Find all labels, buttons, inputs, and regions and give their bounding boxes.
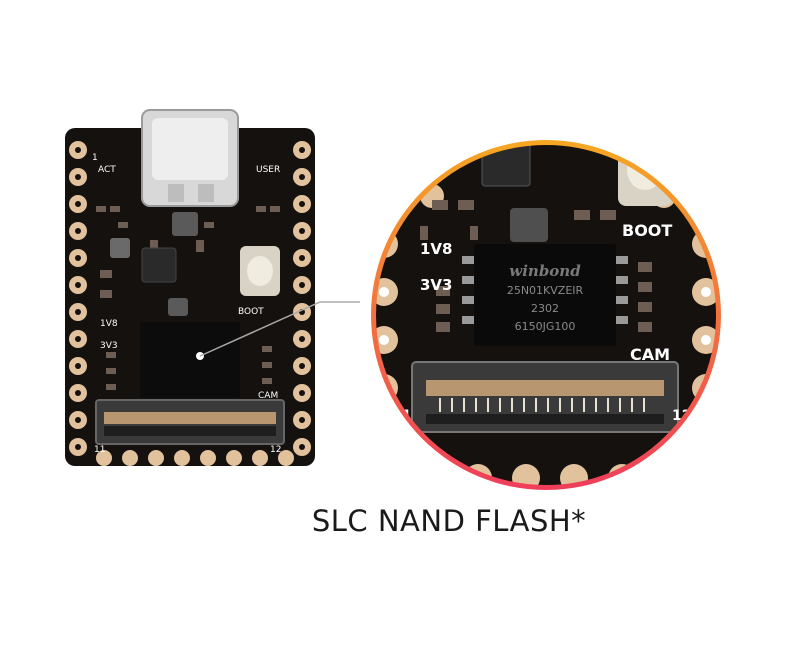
pin-label-1: 1	[92, 153, 98, 163]
pin-label-11: 11	[94, 445, 105, 455]
small-board: 1 ACT USER BOOT 1V8 3V3 CAM 11 12	[65, 109, 315, 466]
boot-label: BOOT	[238, 307, 264, 317]
zoom-3v3-label: 3V3	[420, 276, 452, 294]
chip-date-code: 2302	[531, 302, 559, 315]
act-label: ACT	[98, 165, 116, 175]
feature-caption: SLC NAND FLASH*	[311, 504, 587, 538]
nand-flash-chip	[474, 244, 616, 346]
1v8-label: 1V8	[100, 319, 118, 329]
callout-line	[199, 301, 360, 357]
user-label: USER	[256, 165, 280, 175]
small-nand-chip	[140, 322, 240, 398]
zoom-cam-label: CAM	[630, 345, 670, 364]
zoom-1v8-label: 1V8	[420, 240, 452, 258]
cam-label: CAM	[258, 391, 278, 401]
pin-label-12: 12	[270, 445, 281, 455]
zoom-lens: winbond 25N01KVZEIR 2302 6150JG100 1V8 3…	[371, 140, 721, 490]
zoom-boot-label: BOOT	[622, 221, 672, 240]
chip-lot-code: 6150JG100	[515, 320, 576, 333]
3v3-label: 3V3	[100, 341, 118, 351]
chip-brand: winbond	[509, 262, 581, 280]
chip-part-number: 25N01KVZEIR	[507, 284, 584, 297]
